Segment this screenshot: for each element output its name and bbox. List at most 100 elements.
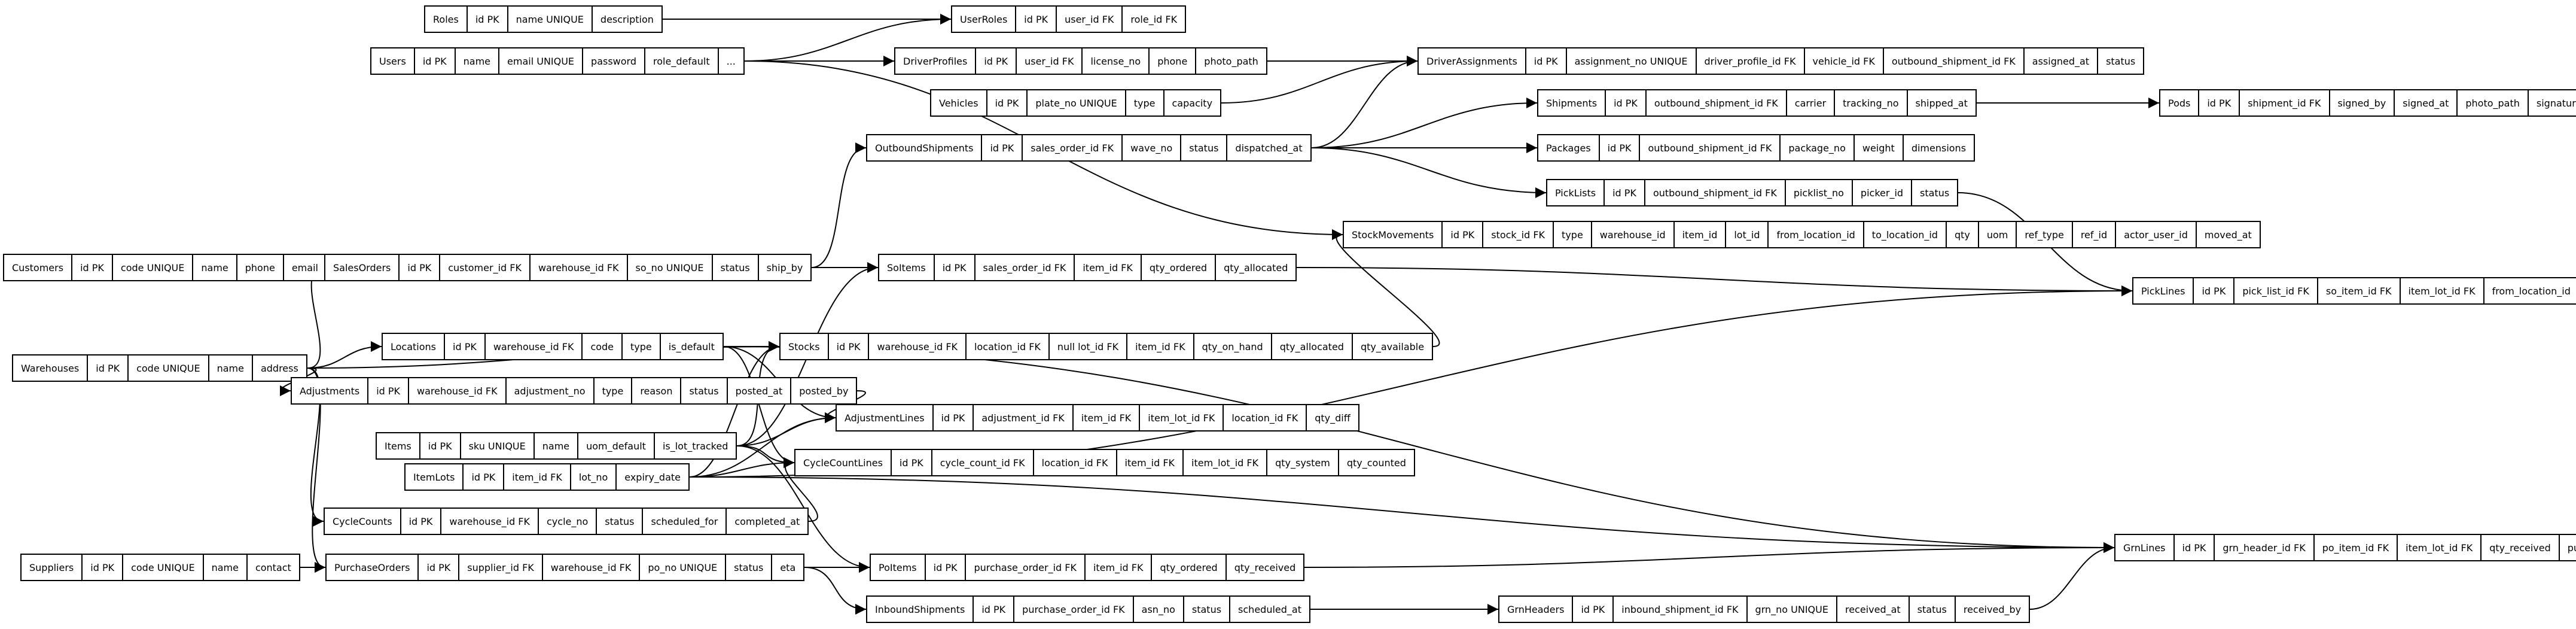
entity-field: item_lot_id FK xyxy=(2401,278,2484,303)
entity-title: DriverProfiles xyxy=(895,48,977,74)
relationship-arrow xyxy=(783,457,818,522)
entity-title: CycleCounts xyxy=(325,509,401,534)
entity-title: Roles xyxy=(425,7,468,32)
entity-field: id PK xyxy=(976,48,1017,74)
entity-title: Vehicles xyxy=(931,90,987,116)
entity-field: plate_no UNIQUE xyxy=(1028,90,1126,116)
entity-field: id PK xyxy=(468,7,508,32)
entity-field: so_no UNIQUE xyxy=(628,255,713,280)
relationship-arrow xyxy=(689,476,2115,553)
entity-field: sales_order_id FK xyxy=(1023,135,1123,160)
entity-field: status xyxy=(681,378,728,403)
entity-field: customer_id FK xyxy=(440,255,531,280)
relationship-arrow xyxy=(689,412,836,478)
entity-field: item_id FK xyxy=(1117,450,1184,475)
entity-field: po_item_id FK xyxy=(2315,535,2398,560)
entity-field: assigned_at xyxy=(2025,48,2099,74)
entity-title: DriverAssignments xyxy=(1419,48,1526,74)
entity-field: id PK xyxy=(88,355,129,381)
entity-field: ref_id xyxy=(2073,222,2117,247)
entity-field: qty_received xyxy=(1234,562,1296,573)
entity-field: id PK xyxy=(1600,135,1641,160)
entity-field: code xyxy=(583,334,623,359)
entity-field: license_no xyxy=(1083,48,1150,74)
entity-field: warehouse_id FK xyxy=(543,555,641,580)
entity-field: location_id FK xyxy=(1034,450,1117,475)
entity-field: reason xyxy=(632,378,682,403)
entity-field: qty_allocated xyxy=(1272,334,1353,359)
relationship-arrow xyxy=(307,262,325,369)
entity-title: GrnLines xyxy=(2115,535,2175,560)
entity-field: cycle_no xyxy=(539,509,597,534)
entity-field: user_id FK xyxy=(1017,48,1083,74)
entity-field: warehouse_id FK xyxy=(531,255,628,280)
entity-field: status xyxy=(1181,135,1228,160)
entity-field: id PK xyxy=(1443,222,1484,247)
entity-field: so_item_id FK xyxy=(2318,278,2401,303)
entity-field: address xyxy=(260,363,298,374)
relationship-arrow xyxy=(1311,56,1418,148)
entity-field: id PK xyxy=(1606,90,1647,116)
entity-field: sku UNIQUE xyxy=(461,433,535,458)
entity-title: Pods xyxy=(2160,90,2200,116)
entity-field: status xyxy=(726,555,773,580)
entity-field: ... xyxy=(726,56,736,67)
entity-field: name UNIQUE xyxy=(508,7,593,32)
entity-field: warehouse_id FK xyxy=(409,378,507,403)
relationship-arrow xyxy=(2029,542,2115,610)
entity-field: id PK xyxy=(2194,278,2235,303)
entity-field: id PK xyxy=(935,255,975,280)
entity-field: scheduled_at xyxy=(1238,604,1301,615)
entity-field: code UNIQUE xyxy=(113,255,194,280)
relationship-arrow xyxy=(744,14,952,62)
entity-field: name xyxy=(535,433,579,458)
entity-field: cycle_count_id FK xyxy=(932,450,1034,475)
entity-field: code UNIQUE xyxy=(129,355,209,381)
entity-title: SoItems xyxy=(879,255,935,280)
entity-field: grn_header_id FK xyxy=(2215,535,2315,560)
entity-field: pick_list_id FK xyxy=(2234,278,2318,303)
entity-field: adjustment_id FK xyxy=(974,405,1074,430)
entity-field: name xyxy=(209,355,253,381)
entity-field: qty_available xyxy=(1360,341,1425,353)
entity-field: name xyxy=(456,48,500,74)
entity-field: id PK xyxy=(419,555,460,580)
relationship-arrow xyxy=(307,367,324,527)
entity-field: id PK xyxy=(892,450,932,475)
entity-field: id PK xyxy=(1526,48,1567,74)
entity-field: uom_default xyxy=(578,433,655,458)
entity-field: id PK xyxy=(987,90,1028,116)
